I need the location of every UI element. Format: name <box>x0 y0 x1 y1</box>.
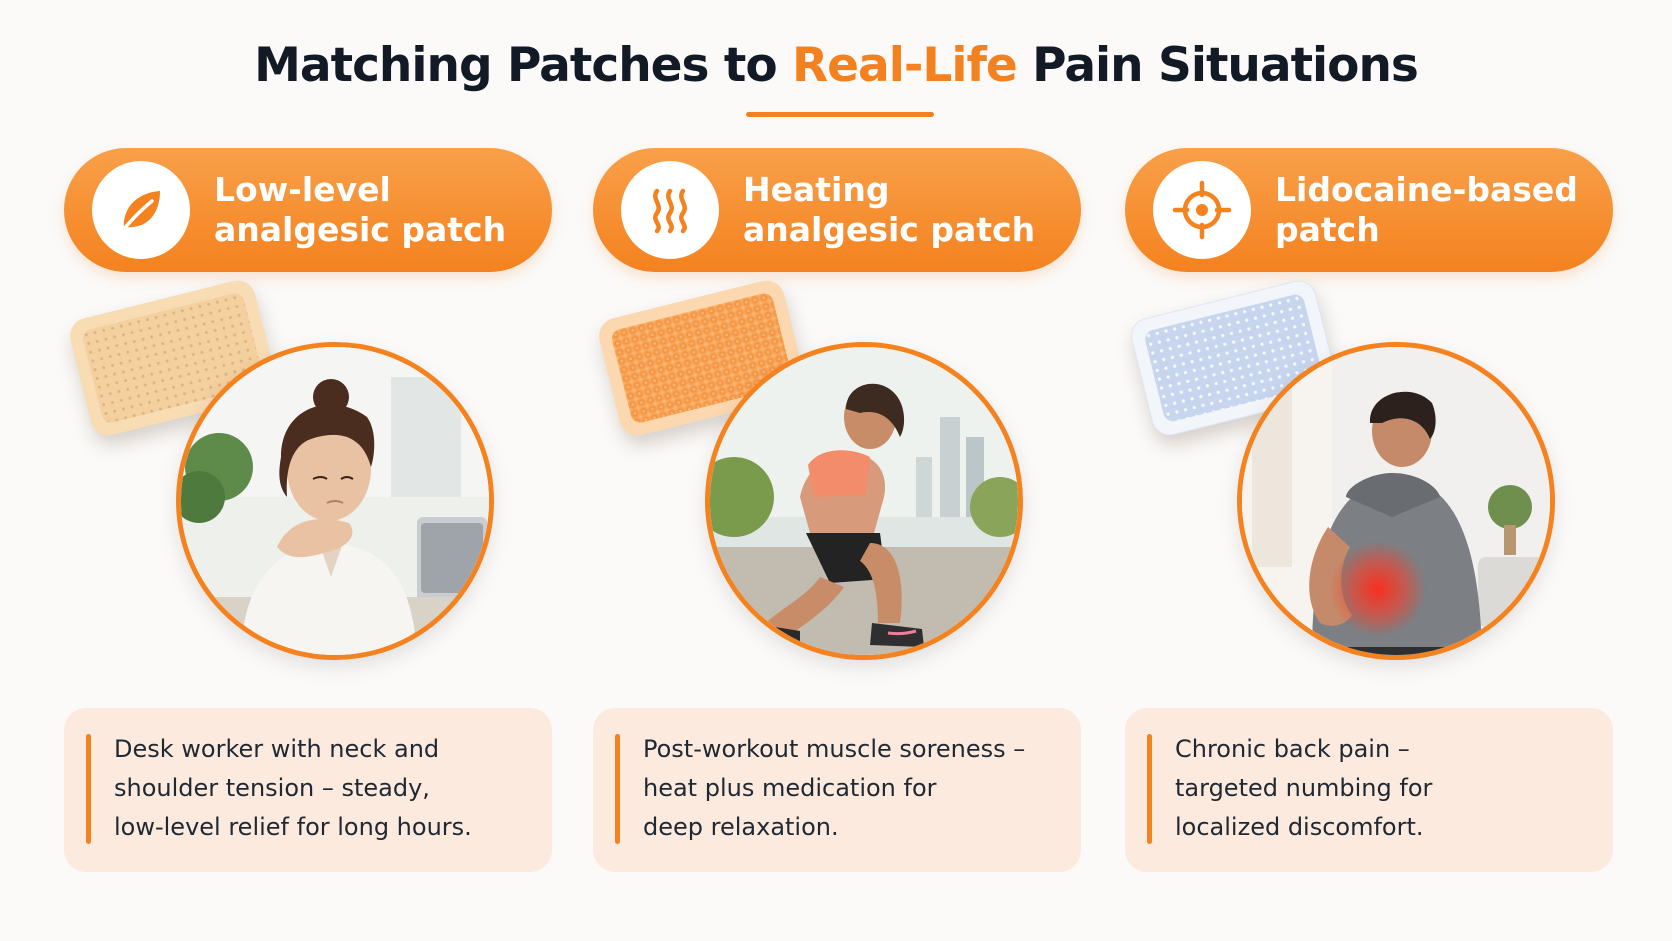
description-line-3: low-level relief for long hours. <box>114 813 472 841</box>
title-accent: Real-Life <box>791 38 1018 93</box>
description-line-2: targeted numbing for <box>1175 774 1433 802</box>
description-line-1: Chronic back pain – <box>1175 735 1410 763</box>
scenario-description: Post-workout muscle soreness – heat plus… <box>643 730 1063 847</box>
scenario-card: Post-workout muscle soreness – heat plus… <box>593 708 1081 872</box>
patch-type-pill: Lidocaine-based patch <box>1125 148 1613 272</box>
page-title: Matching Patches to Real-Life Pain Situa… <box>0 38 1672 93</box>
patch-type-label-line-1: Lidocaine-based <box>1275 170 1578 209</box>
card-accent-bar <box>615 734 620 844</box>
target-icon <box>1153 161 1251 259</box>
description-line-2: heat plus medication for <box>643 774 937 802</box>
patch-type-label-line-2: patch <box>1275 210 1380 249</box>
scenario-description: Chronic back pain – targeted numbing for… <box>1175 730 1595 847</box>
scenario-card: Chronic back pain – targeted numbing for… <box>1125 708 1613 872</box>
patch-type-pill: Low-level analgesic patch <box>64 148 552 272</box>
patch-column-low-level: Low-level analgesic patch <box>64 148 552 888</box>
heat-waves-icon <box>621 161 719 259</box>
description-line-1: Desk worker with neck and <box>114 735 440 763</box>
description-line-2: shoulder tension – steady, <box>114 774 430 802</box>
description-line-1: Post-workout muscle soreness – <box>643 735 1026 763</box>
patch-type-pill: Heating analgesic patch <box>593 148 1081 272</box>
patch-type-label-line-2: analgesic patch <box>214 210 507 249</box>
card-accent-bar <box>86 734 91 844</box>
scene-photo-post-workout <box>705 342 1023 660</box>
title-part-1: Matching Patches to <box>254 38 792 93</box>
title-part-2: Pain Situations <box>1016 38 1419 93</box>
patch-type-label: Heating analgesic patch <box>743 170 1063 250</box>
patch-column-heating: Heating analgesic patch <box>593 148 1081 888</box>
patch-type-label-line-1: Heating <box>743 170 890 209</box>
patch-type-label: Lidocaine-based patch <box>1275 170 1595 250</box>
patch-type-label-line-1: Low-level <box>214 170 391 209</box>
patch-type-label: Low-level analgesic patch <box>214 170 534 250</box>
title-underline <box>746 112 934 117</box>
card-accent-bar <box>1147 734 1152 844</box>
patch-column-lidocaine: Lidocaine-based patch <box>1125 148 1613 888</box>
scenario-description: Desk worker with neck and shoulder tensi… <box>114 730 534 847</box>
scenario-card: Desk worker with neck and shoulder tensi… <box>64 708 552 872</box>
leaf-icon <box>92 161 190 259</box>
scene-photo-back-pain <box>1237 342 1555 660</box>
scene-photo-desk-worker <box>176 342 494 660</box>
patch-type-label-line-2: analgesic patch <box>743 210 1036 249</box>
description-line-3: localized discomfort. <box>1175 813 1424 841</box>
description-line-3: deep relaxation. <box>643 813 839 841</box>
